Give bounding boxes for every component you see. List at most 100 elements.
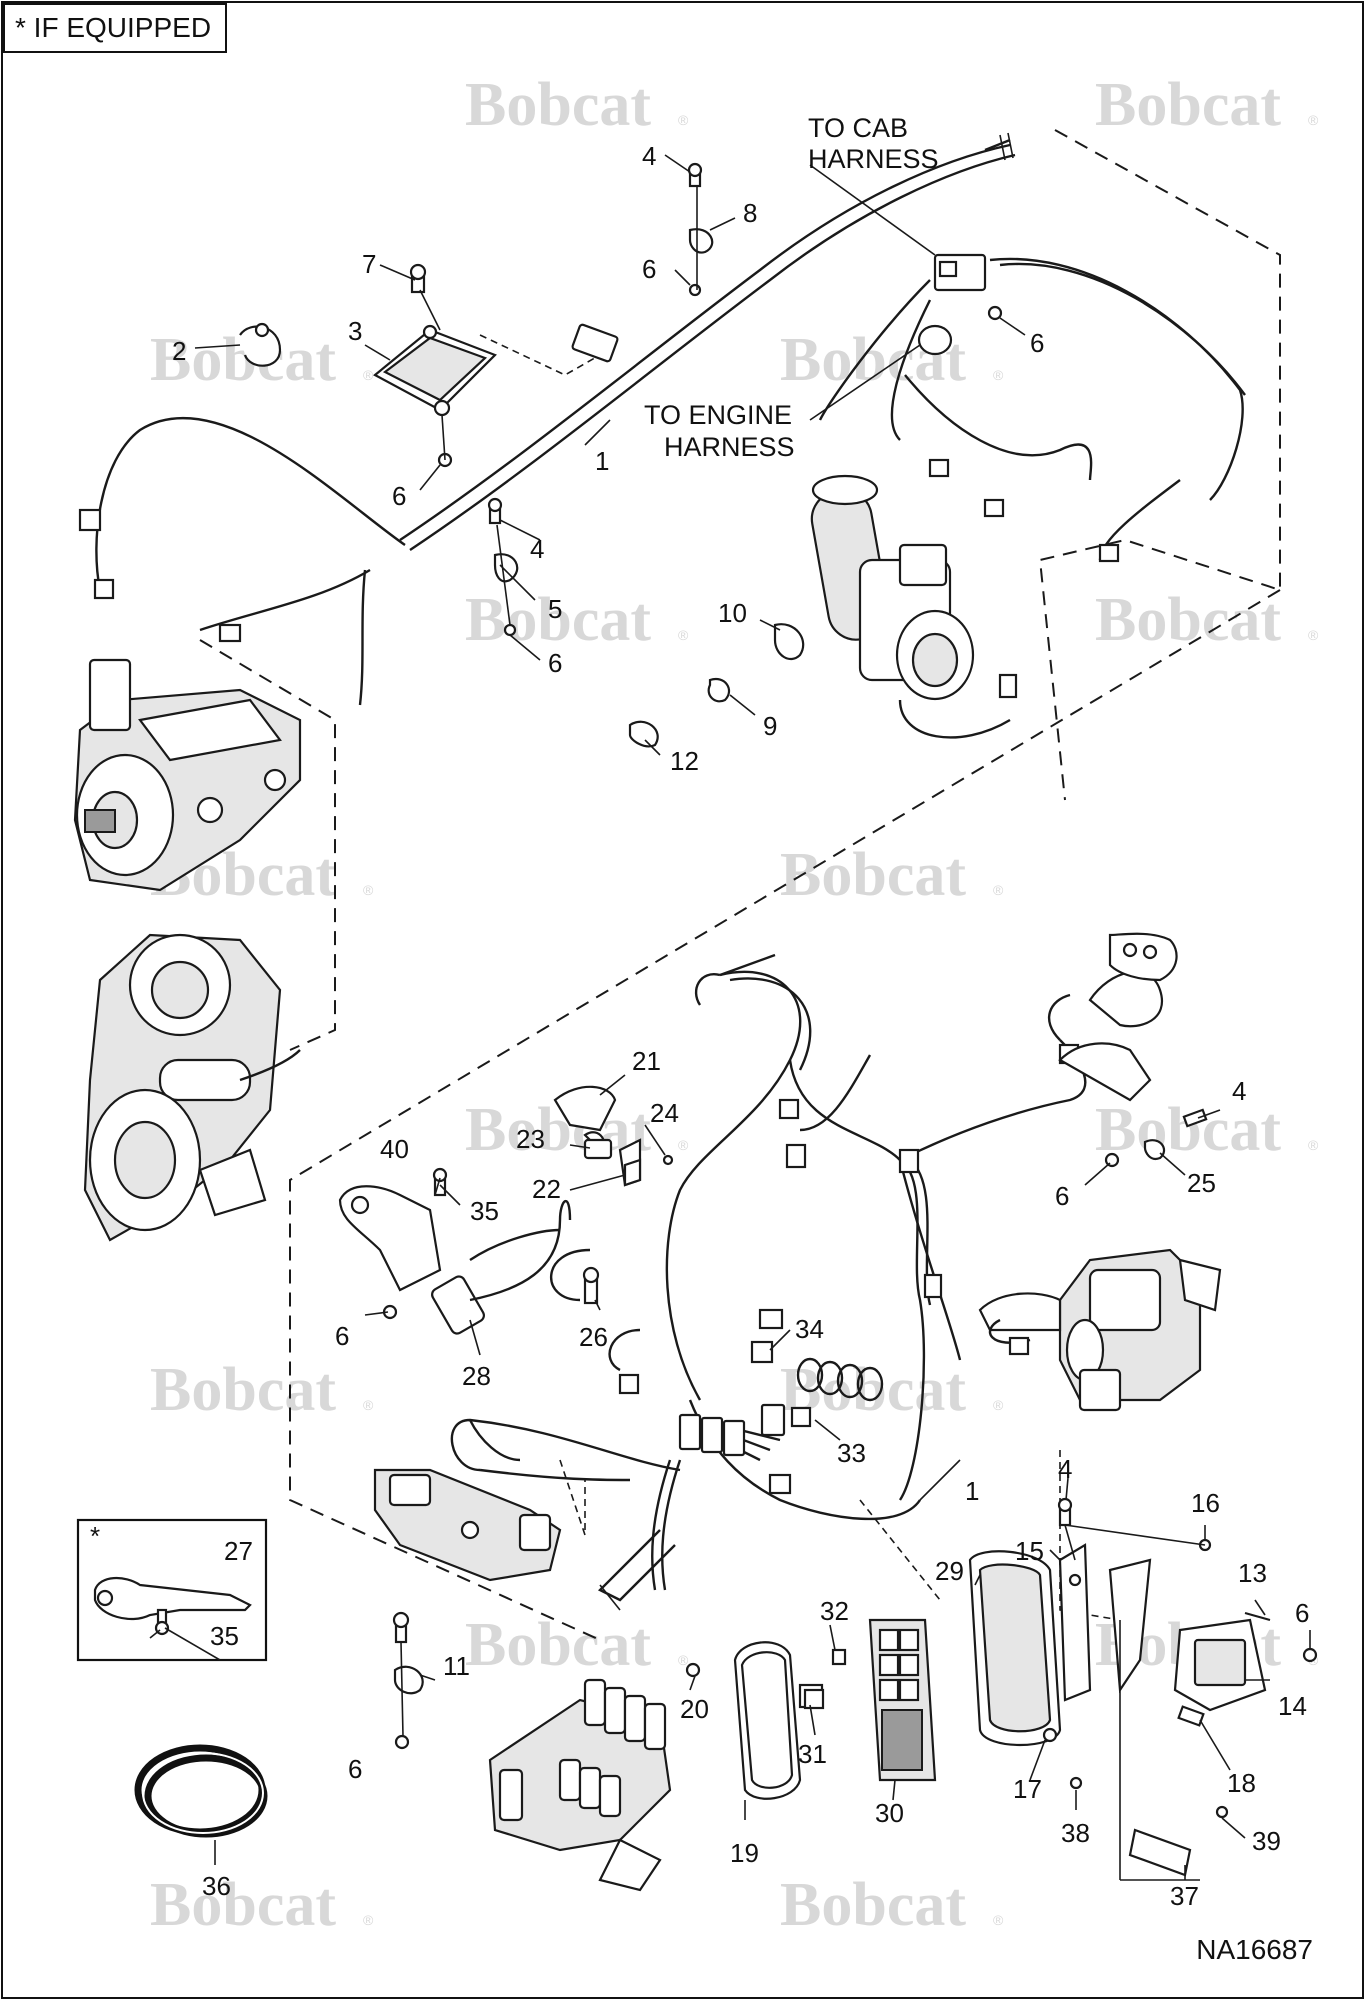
callout: 35 [210,1621,239,1651]
upper-wire-harness [78,143,1246,706]
watermark: Bobcat® [150,1356,374,1424]
callout: 12 [670,746,699,776]
to-engine-label-line2: HARNESS [664,432,795,462]
callout: 40 [380,1134,409,1164]
callout: 16 [1191,1488,1220,1518]
callout: 38 [1061,1818,1090,1848]
callout: 6 [392,481,406,511]
callout: 24 [650,1098,679,1128]
callout: 6 [1295,1598,1309,1628]
svg-text:®: ® [363,367,374,383]
svg-text:®: ® [363,1912,374,1928]
callout: 6 [548,648,562,678]
svg-text:Bobcat: Bobcat [150,1871,336,1939]
svg-text:Bobcat: Bobcat [465,71,651,139]
hydraulic-pump [73,658,302,892]
callout: 6 [1030,328,1044,358]
callout: 27 [224,1536,253,1566]
svg-text:Bobcat: Bobcat [780,1871,966,1939]
callout: 35 [470,1196,499,1226]
document-id: NA16687 [1196,1934,1313,1965]
svg-text:®: ® [678,627,689,643]
callout: 31 [798,1739,827,1769]
svg-text:®: ® [1308,112,1319,128]
callout: 18 [1227,1768,1256,1798]
svg-text:®: ® [363,882,374,898]
callout: 20 [680,1694,709,1724]
starter-motor [810,474,1011,739]
callout: 1 [965,1476,979,1506]
svg-text:Bobcat: Bobcat [465,586,651,654]
lower-brackets [338,932,1178,1335]
harness-labels: TO CAB HARNESS TO ENGINE HARNESS [644,113,939,462]
svg-text:Bobcat: Bobcat [1095,71,1281,139]
callout: 32 [820,1596,849,1626]
callout: 11 [443,1651,470,1681]
watermark: Bobcat ® [465,586,689,654]
watermark: Bobcat® [465,1611,689,1679]
control-valve-bank [488,1678,672,1892]
svg-text:®: ® [1308,627,1319,643]
callout: 10 [718,598,747,628]
callout: 4 [530,534,544,564]
to-engine-label-line1: TO ENGINE [644,400,792,430]
dashed-boundaries [199,129,1281,1641]
leader-lines [149,154,1311,1881]
callout: 21 [632,1046,661,1076]
callout-numbers: 4 8 6 7 3 2 6 1 6 4 5 6 10 9 12 21 24 4 … [172,141,1309,1911]
wire-coil [750,1340,884,1428]
svg-text:®: ® [993,367,1004,383]
solenoid-valve [373,1419,631,1582]
svg-text:*: * [90,1521,100,1551]
callout: 14 [1278,1691,1307,1721]
callout: 34 [795,1314,824,1344]
callout: 5 [548,594,562,624]
svg-text:®: ® [993,1912,1004,1928]
inset-box: * [76,1518,268,1662]
harness-sleeves [597,132,1014,1611]
svg-text:®: ® [1308,1137,1319,1153]
callout: 8 [743,198,757,228]
lower-right-motor [978,1248,1222,1412]
fuse-relay-assembly [733,1543,1267,1877]
callout: 22 [532,1174,561,1204]
svg-text:®: ® [678,1652,689,1668]
svg-text:Bobcat: Bobcat [1095,586,1281,654]
callout: 15 [1015,1536,1044,1566]
callout: 9 [763,711,777,741]
callout: 2 [172,336,186,366]
callout: 25 [1187,1168,1216,1198]
callout: 37 [1170,1881,1199,1911]
callout: 19 [730,1838,759,1868]
callout: 1 [595,446,609,476]
to-cab-label-line1: TO CAB [808,113,908,143]
svg-text:Bobcat: Bobcat [150,1356,336,1424]
watermark: Bobcat ® [1095,1096,1319,1164]
callout: 4 [642,141,656,171]
lower-hardware [382,1108,1318,1819]
callout: 23 [516,1124,545,1154]
callout: 4 [1232,1076,1246,1106]
svg-text:®: ® [993,882,1004,898]
callout: 39 [1252,1826,1281,1856]
note-text: * IF EQUIPPED [15,12,212,43]
callout: 26 [579,1322,608,1352]
callout: 6 [348,1754,362,1784]
callout: 36 [202,1871,231,1901]
callout: 29 [935,1556,964,1586]
callout: 6 [335,1321,349,1351]
svg-text:Bobcat: Bobcat [1095,1096,1281,1164]
watermark: Bobcat ® [465,71,689,139]
callout: 28 [462,1361,491,1391]
upper-hardware [239,162,1003,748]
to-cab-label-line2: HARNESS [808,144,939,174]
svg-text:®: ® [678,112,689,128]
callout: 3 [348,316,362,346]
svg-text:®: ® [678,1137,689,1153]
lower-wire-harness [450,953,1163,1591]
callout: 33 [837,1438,866,1468]
watermark: Bobcat ® [1095,71,1319,139]
control-module [373,324,497,417]
watermark: Bobcat ® [780,1871,1004,1939]
